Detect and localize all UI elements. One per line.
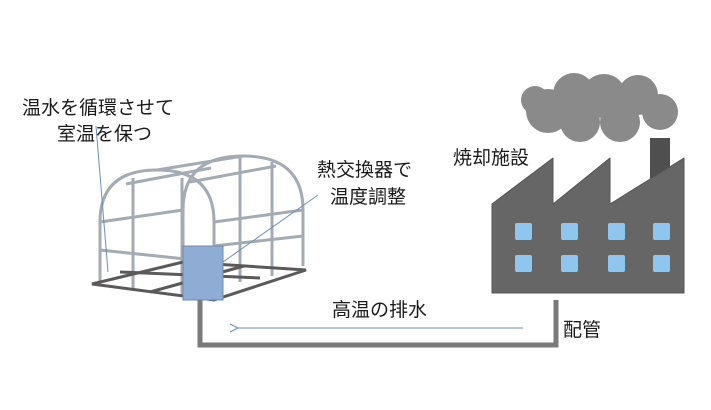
exchanger-leader-line [222,194,319,263]
drain-pipe [197,300,559,348]
greenhouse-leader-line [95,125,109,273]
exchanger-label-line1: 熱交換器で [317,159,413,181]
smoke-icon [521,73,678,142]
exchanger-label-line2: 温度調整 [330,186,407,208]
greenhouse-label-line1: 温水を循環させて [22,97,175,119]
piping-label: 配管 [563,319,602,341]
drain-label: 高温の排水 [332,299,428,321]
incinerator-label: 焼却施設 [453,147,530,169]
greenhouse-label-line2: 室温を保つ [57,123,153,145]
heat-exchanger [182,245,224,301]
incinerator-icon [491,157,685,294]
factory-windows [515,223,670,272]
